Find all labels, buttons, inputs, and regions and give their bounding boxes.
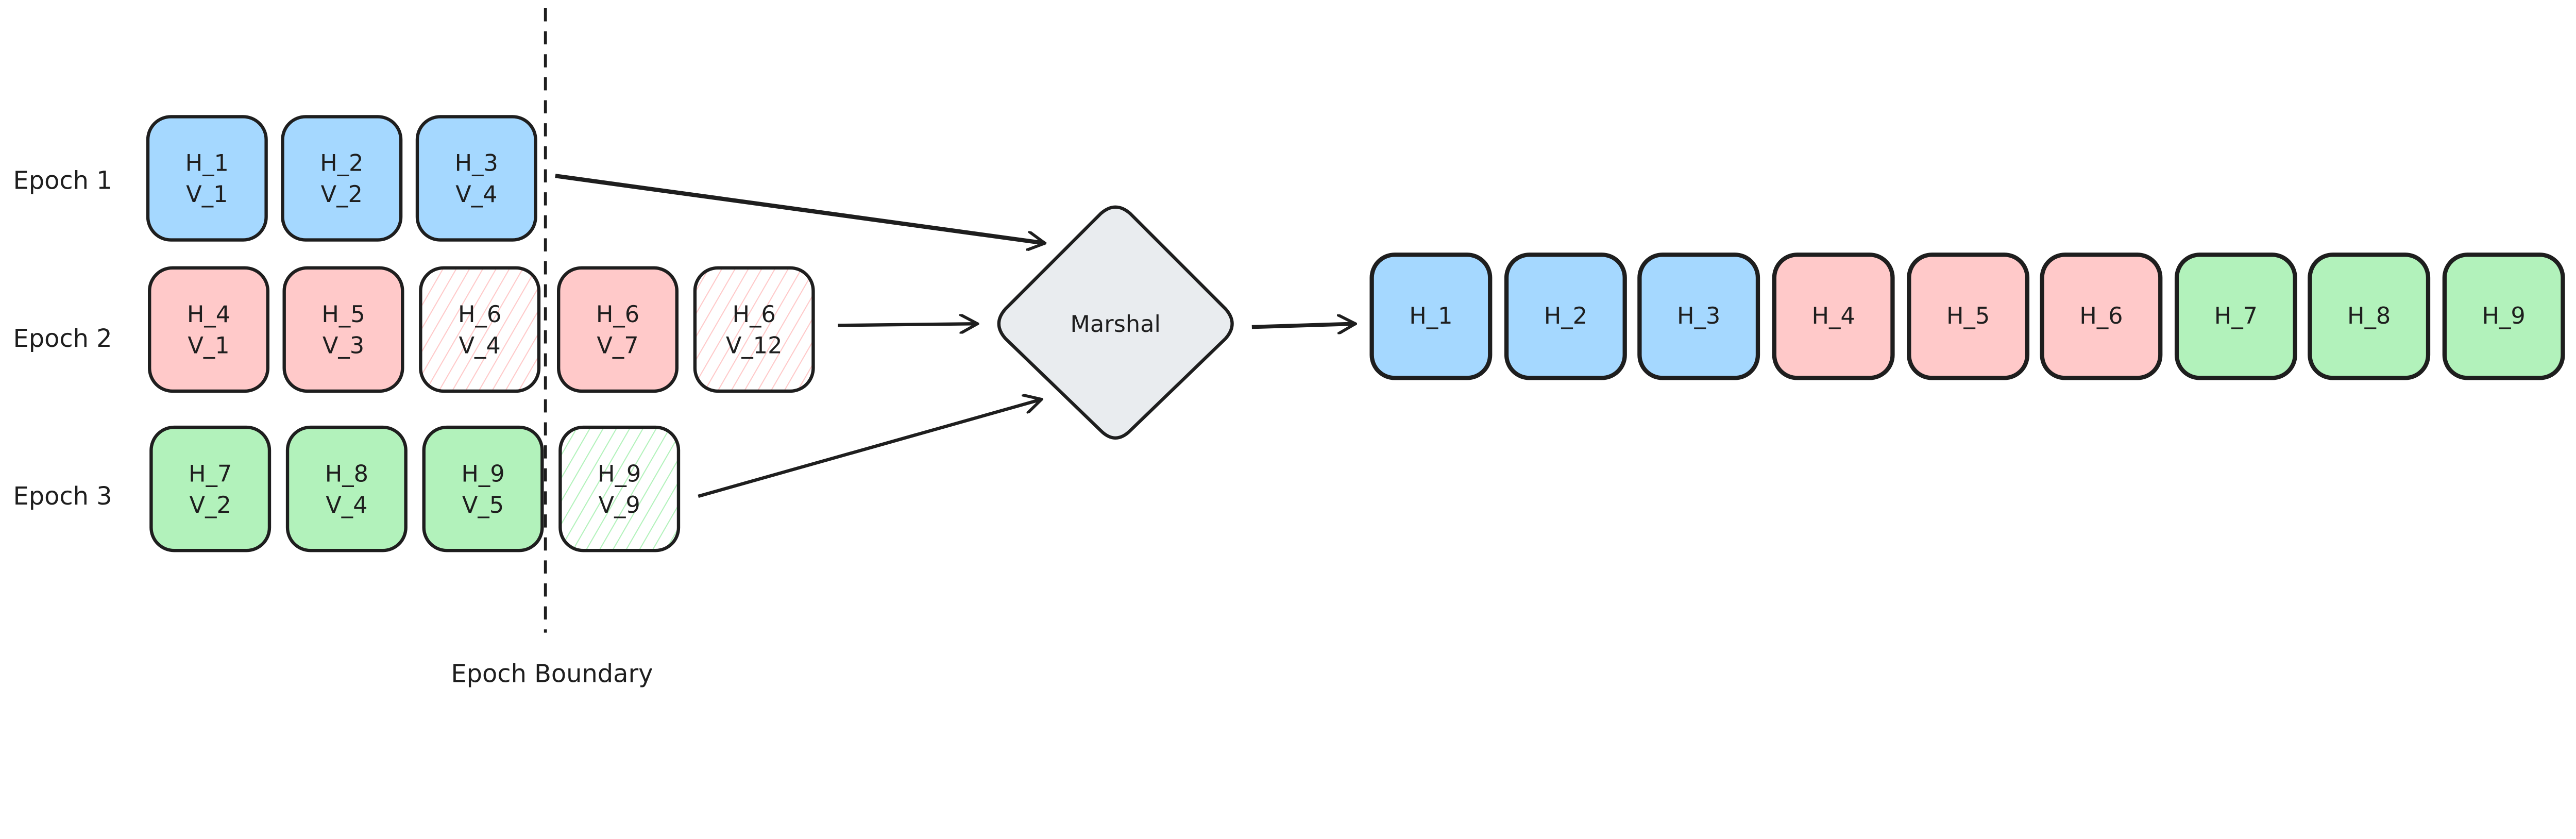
block-rect [282, 266, 404, 393]
block-cell: H_1V_1 [146, 115, 268, 242]
diagram-canvas: Epoch Boundary Marshal Epoch 1H_1V_1H_2V… [13, 8, 2565, 688]
block-v-label: V_1 [186, 181, 228, 208]
epoch-row-3: Epoch 3H_7V_2H_8V_4H_9V_5H_9V_9 [13, 425, 681, 552]
output-block-rect [1369, 253, 1493, 380]
output-block-rect [2308, 253, 2431, 380]
block-cell: H_2V_2 [281, 115, 403, 242]
block-v-label: V_1 [188, 332, 229, 359]
marshal-diamond [997, 205, 1234, 440]
block-h-label: H_3 [455, 150, 498, 177]
output-block-label: H_5 [1946, 303, 1990, 329]
block-rect [285, 425, 408, 552]
epoch-label: Epoch 1 [13, 167, 112, 195]
block-cell-hatched: H_9V_9 [558, 425, 681, 552]
block-cell: H_6V_7 [557, 266, 679, 393]
output-block-label: H_9 [2482, 303, 2526, 329]
block-rect [558, 425, 681, 552]
block-rect [148, 266, 269, 393]
block-v-label: V_2 [321, 181, 363, 208]
block-v-label: V_4 [455, 181, 497, 208]
output-block-rect [2174, 253, 2297, 380]
block-h-label: H_9 [461, 460, 504, 487]
arrow-epoch1-to-marshal [555, 174, 1045, 243]
block-cell: H_9V_5 [422, 425, 544, 552]
epoch-label: Epoch 2 [13, 325, 112, 353]
block-cell-hatched: H_6V_4 [419, 266, 541, 393]
output-block-rect [1504, 253, 1627, 380]
epoch-label: Epoch 3 [13, 482, 112, 511]
block-cell: H_3V_4 [415, 115, 537, 242]
output-block-label: H_3 [1677, 303, 1720, 329]
output-block: H_8 [2308, 253, 2431, 380]
block-rect [146, 115, 268, 242]
block-h-label: H_6 [458, 301, 501, 328]
block-h-label: H_9 [598, 460, 641, 487]
output-sequence: H_1 H_2 H_3 H_4 H_5 H_6 H_7 H_8 H_9 [1369, 253, 2565, 380]
output-block: H_7 [2174, 253, 2297, 380]
output-block-rect [1907, 253, 2030, 380]
output-block: H_5 [1907, 253, 2030, 380]
block-h-label: H_1 [185, 150, 229, 177]
output-layer: H_1 H_2 H_3 H_4 H_5 H_6 H_7 H_8 H_9 [1369, 253, 2565, 380]
block-v-label: V_9 [599, 492, 640, 518]
marshal-node: Marshal [997, 205, 1234, 440]
output-block-rect [2442, 253, 2565, 380]
block-rect [281, 115, 403, 242]
block-rect [557, 266, 679, 393]
block-v-label: V_12 [726, 332, 783, 359]
arrow-epoch3-to-marshal [698, 399, 1041, 498]
output-block: H_4 [1772, 253, 1895, 380]
arrow-epoch2-to-marshal [838, 324, 977, 325]
block-cell: H_5V_3 [282, 266, 404, 393]
output-block: H_3 [1637, 253, 1760, 380]
output-block-rect [2040, 253, 2163, 380]
block-rect [149, 425, 272, 552]
output-block-label: H_2 [1544, 303, 1587, 329]
arrow-marshal-to-output [1251, 324, 1355, 327]
block-rect [419, 266, 541, 393]
block-cell: H_7V_2 [149, 425, 272, 552]
block-h-label: H_5 [321, 301, 365, 328]
block-v-label: V_4 [459, 332, 501, 359]
epoch-row-1: Epoch 1H_1V_1H_2V_2H_3V_4 [13, 115, 537, 242]
block-v-label: V_2 [190, 492, 231, 518]
block-h-label: H_4 [187, 301, 230, 328]
block-h-label: H_6 [596, 301, 639, 328]
output-block: H_1 [1369, 253, 1493, 380]
output-block-label: H_1 [1409, 303, 1452, 329]
output-block: H_2 [1504, 253, 1627, 380]
epoch-row-2: Epoch 2H_4V_1H_5V_3H_6V_4H_6V_7H_6V_12 [13, 266, 815, 393]
block-h-label: H_2 [320, 150, 363, 177]
block-h-label: H_6 [733, 301, 776, 328]
output-block: H_6 [2040, 253, 2163, 380]
block-h-label: H_7 [189, 460, 232, 487]
output-block-label: H_4 [1812, 303, 1855, 329]
block-cell-hatched: H_6V_12 [693, 266, 815, 393]
block-h-label: H_8 [325, 460, 368, 487]
marshal-label: Marshal [1070, 311, 1160, 338]
block-v-label: V_3 [323, 332, 364, 359]
output-block-label: H_8 [2347, 303, 2391, 329]
output-block-rect [1637, 253, 1760, 380]
block-v-label: V_5 [462, 492, 504, 518]
epoch-boundary-label: Epoch Boundary [451, 660, 653, 688]
output-block-label: H_7 [2214, 303, 2258, 329]
output-block: H_9 [2442, 253, 2565, 380]
block-cell: H_4V_1 [148, 266, 269, 393]
block-rect [422, 425, 544, 552]
block-cell: H_8V_4 [285, 425, 408, 552]
block-v-label: V_7 [597, 332, 638, 359]
block-rect [693, 266, 815, 393]
block-rect [415, 115, 537, 242]
block-v-label: V_4 [326, 492, 367, 518]
output-block-label: H_6 [2079, 303, 2123, 329]
output-block-rect [1772, 253, 1895, 380]
